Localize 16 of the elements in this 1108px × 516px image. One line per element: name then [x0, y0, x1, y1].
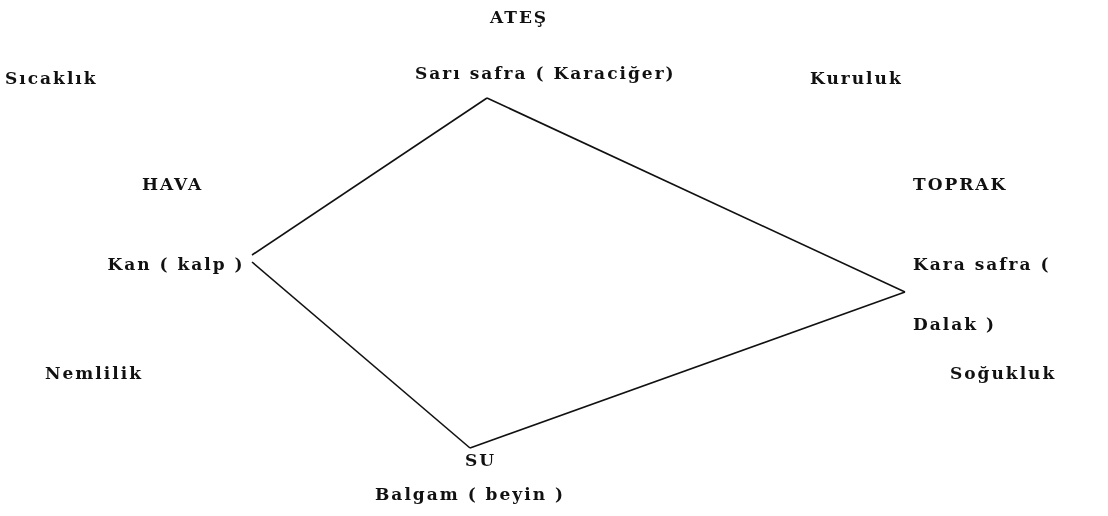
quality-label: Soğukluk [950, 363, 1057, 383]
humor-label: Kan ( kalp ) [106, 253, 246, 276]
element-heading: TOPRAK [913, 174, 1008, 194]
humor-label: Sarı safra ( Karaciğer) [415, 63, 676, 83]
quality-label: Nemlilik [45, 363, 143, 383]
connector-line [251, 97, 488, 256]
quality-label: Sıcaklık [5, 68, 98, 88]
element-heading: ATEŞ [490, 7, 549, 27]
humor-label: Kara safra ( Dalak ) [913, 253, 1052, 336]
element-heading: HAVA [142, 174, 204, 194]
quality-label: Kuruluk [810, 68, 903, 88]
humor-label: Balgam ( beyin ) [375, 484, 565, 504]
connector-line [251, 261, 471, 449]
element-heading: SU [465, 450, 497, 470]
connector-line [486, 97, 906, 293]
connector-line [469, 291, 906, 449]
